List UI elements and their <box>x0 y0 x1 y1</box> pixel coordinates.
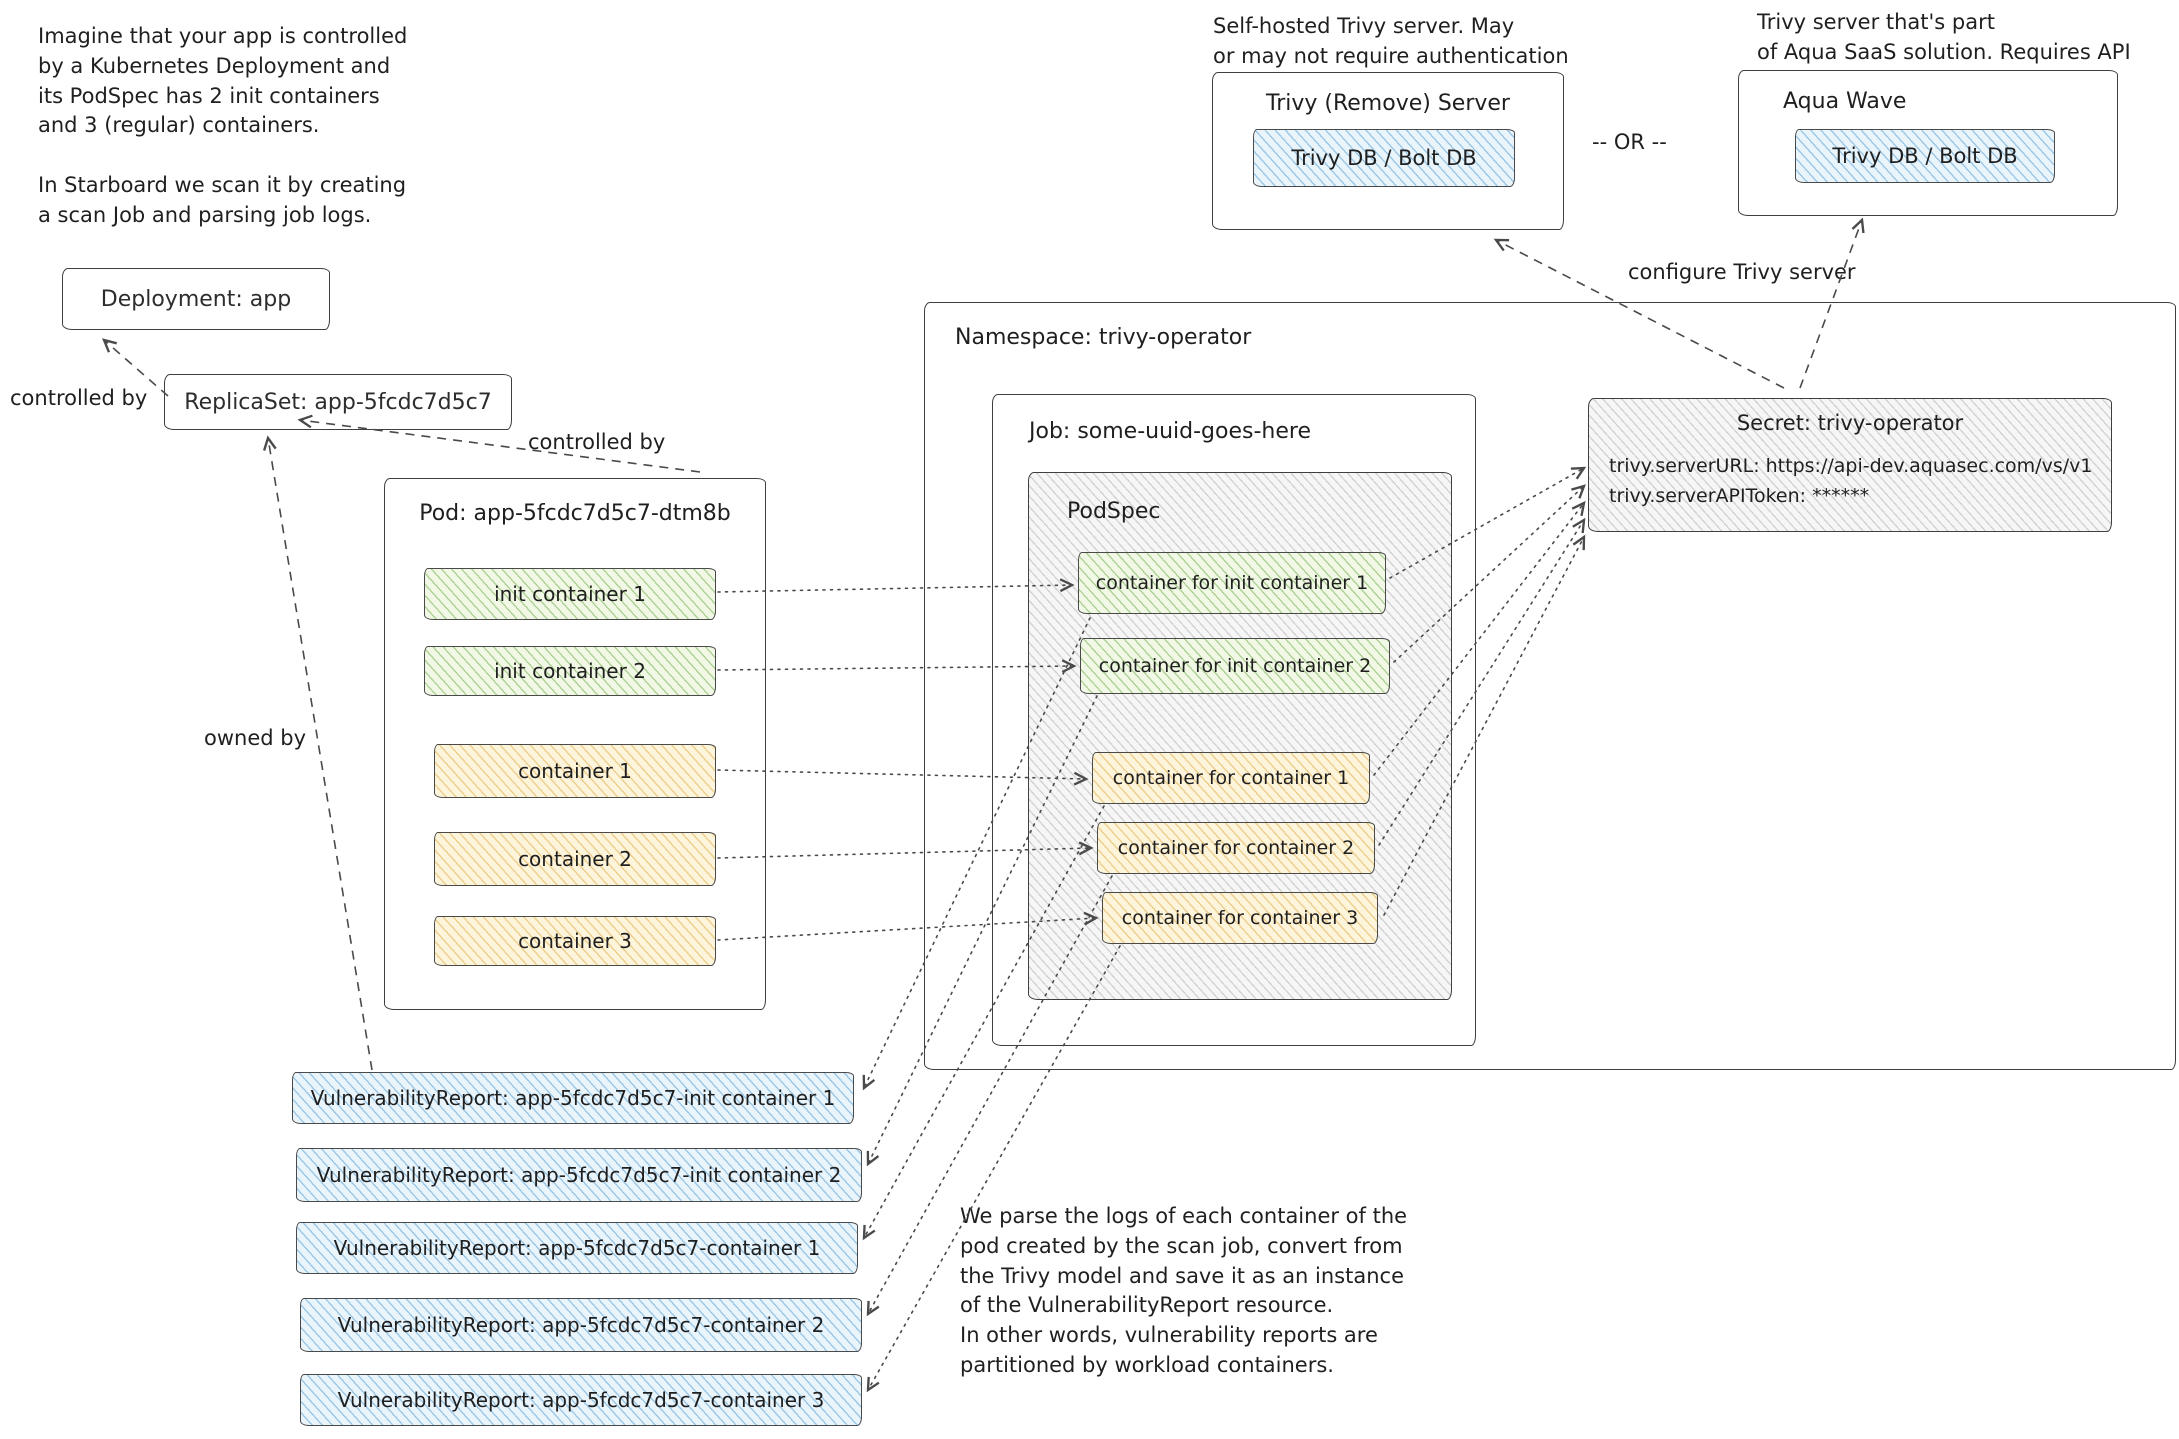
pod-init-container-2: init container 2 <box>424 646 716 696</box>
pod-container-3: container 3 <box>434 916 716 966</box>
secret-box: Secret: trivy-operator trivy.serverURL: … <box>1588 398 2112 532</box>
job-container-1: container for container 1 <box>1092 752 1370 804</box>
aqua-wave-db-box: Trivy DB / Bolt DB <box>1795 129 2055 183</box>
job-init-container-2: container for init container 2 <box>1080 638 1390 694</box>
controlled-by-label-left: controlled by <box>10 386 148 410</box>
controlled-by-label-right: controlled by <box>528 430 666 454</box>
deployment-label: Deployment: app <box>100 286 292 312</box>
job-container-3: container for container 3 <box>1102 892 1378 944</box>
vulnerability-report-3: VulnerabilityReport: app-5fcdc7d5c7-cont… <box>296 1222 858 1274</box>
pod-container-1: container 1 <box>434 744 716 798</box>
secret-title: Secret: trivy-operator <box>1736 411 1964 435</box>
pod-container-2: container 2 <box>434 832 716 886</box>
job-container-2: container for container 2 <box>1097 822 1375 874</box>
or-label: -- OR -- <box>1592 130 1667 154</box>
vulnerability-report-1: VulnerabilityReport: app-5fcdc7d5c7-init… <box>292 1072 854 1124</box>
aqua-saas-note: Trivy server that's part of Aqua SaaS so… <box>1757 10 2131 94</box>
aqua-wave-title: Aqua Wave <box>1783 89 1907 114</box>
owned-by-label: owned by <box>204 726 307 750</box>
trivy-server-db-box: Trivy DB / Bolt DB <box>1253 129 1515 187</box>
intro-note: Imagine that your app is controlled by a… <box>38 24 408 227</box>
replicaset-label: ReplicaSet: app-5fcdc7d5c7 <box>184 389 492 415</box>
vulnerability-report-5: VulnerabilityReport: app-5fcdc7d5c7-cont… <box>300 1374 862 1426</box>
vulnerability-report-4: VulnerabilityReport: app-5fcdc7d5c7-cont… <box>300 1298 862 1352</box>
job-title: Job: some-uuid-goes-here <box>1029 419 1311 444</box>
namespace-title: Namespace: trivy-operator <box>955 325 1252 350</box>
trivy-server-box: Trivy (Remove) Server Trivy DB / Bolt DB <box>1212 72 1564 230</box>
podspec-title: PodSpec <box>1067 499 1161 524</box>
trivy-server-title: Trivy (Remove) Server <box>1266 91 1510 116</box>
deployment-box: Deployment: app <box>62 268 330 330</box>
aqua-wave-box: Aqua Wave Trivy DB / Bolt DB <box>1738 70 2118 216</box>
configure-trivy-server-label: configure Trivy server <box>1628 260 1856 284</box>
pod-title: Pod: app-5fcdc7d5c7-dtm8b <box>419 501 731 526</box>
pod-init-container-1: init container 1 <box>424 568 716 620</box>
secret-values: trivy.serverURL: https://api-dev.aquasec… <box>1609 455 2093 508</box>
job-init-container-1: container for init container 1 <box>1078 552 1386 614</box>
vulnerability-report-2: VulnerabilityReport: app-5fcdc7d5c7-init… <box>296 1148 862 1202</box>
self-hosted-trivy-note: Self-hosted Trivy server. May or may not… <box>1213 14 1569 68</box>
replicaset-box: ReplicaSet: app-5fcdc7d5c7 <box>164 374 512 430</box>
parse-logs-note: We parse the logs of each container of t… <box>960 1204 1408 1378</box>
arrow-reports-owned-by-replicaset <box>262 435 373 1071</box>
